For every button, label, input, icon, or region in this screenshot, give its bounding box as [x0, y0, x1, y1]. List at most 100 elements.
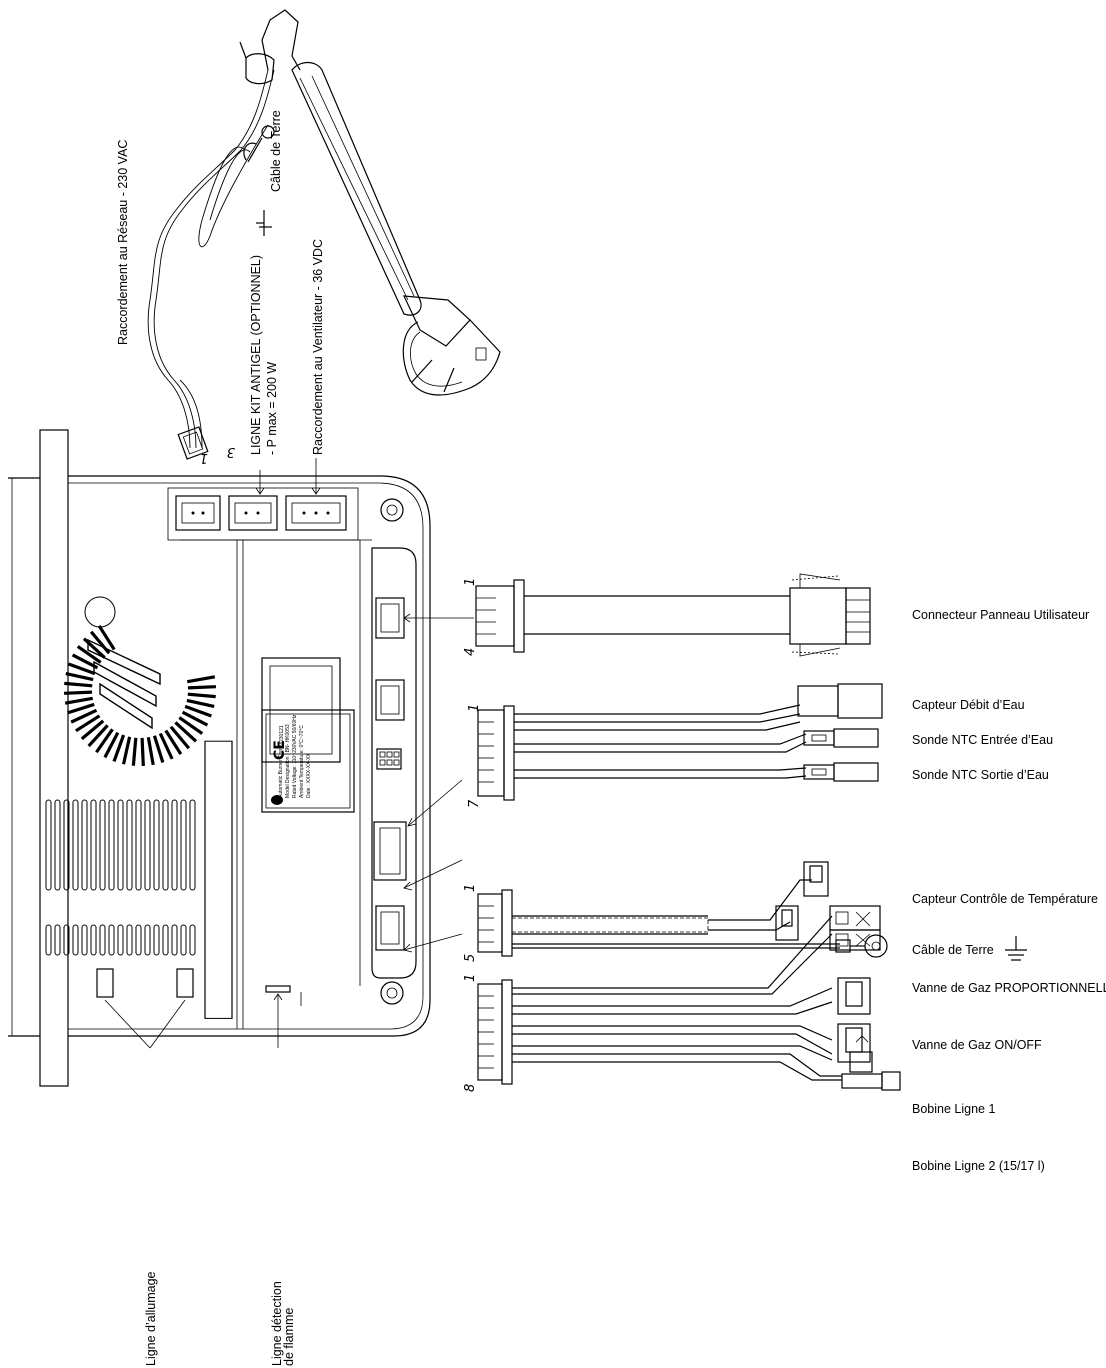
vent-slot [72, 924, 79, 956]
label-water-flow: Capteur Débit d’Eau [912, 698, 1025, 712]
manufacturer-logo [271, 795, 283, 805]
vent-slot [180, 924, 187, 956]
grille-slot [174, 721, 198, 743]
vent-slot [45, 924, 52, 956]
grille-slot [65, 671, 94, 682]
label-fan: Raccordement au Ventilateur - 36 VDC [311, 239, 325, 455]
label-ground-top: Câble de Terre [269, 110, 283, 192]
earth-symbol-top [256, 210, 272, 236]
label-gas-prop: Vanne de Gaz PROPORTIONNELLE [912, 981, 1106, 995]
connector-5pin [403, 861, 888, 958]
grille-slot [68, 662, 96, 676]
vent-slot [162, 924, 169, 956]
grille-vane [93, 660, 157, 708]
vent-slot [81, 924, 88, 956]
plate-line-1: Automatic Burner Control [278, 742, 284, 798]
vent-slot [144, 924, 151, 956]
plate-line-3: Rated Voltage: 110~230VAC 50/60Hz [292, 714, 298, 798]
grille-slot [89, 630, 111, 655]
board-strip [204, 740, 233, 1019]
label-ntc-in: Sonde NTC Entrée d’Eau [912, 733, 1053, 747]
grille-slot [140, 737, 145, 766]
vent-slot [126, 924, 133, 956]
vent-slot [54, 799, 61, 891]
harness-valves-coils [403, 859, 901, 1091]
vent-slot [90, 799, 97, 891]
grille-vane [87, 638, 161, 686]
top-arrows [255, 458, 321, 495]
control-board [8, 429, 431, 1087]
vent-slot [162, 799, 169, 891]
vent-slot [189, 799, 196, 891]
grille-slot [112, 734, 126, 762]
pin-c4-first: 1 [463, 974, 478, 982]
label-mains: Raccordement au Réseau - 230 VAC [116, 140, 130, 345]
pin-mains-1: 1 [200, 450, 208, 465]
label-temp-control: Capteur Contrôle de Température [912, 892, 1098, 906]
vent-slot [54, 924, 61, 956]
vent-slot [45, 799, 52, 891]
plate-line-2: Model Designation : BN- HK0053 [285, 724, 291, 798]
vent-slot [171, 924, 178, 956]
harness-8pin-real [478, 932, 502, 1030]
pin-mains-3: 3 [227, 444, 235, 459]
label-gas-onoff: Vanne de Gaz ON/OFF [912, 1038, 1042, 1052]
grille-slot [146, 736, 155, 766]
vent-slots [45, 799, 196, 956]
grille-slot [178, 716, 204, 735]
grille-slot [76, 645, 102, 664]
pin-c3-last: 5 [463, 954, 478, 962]
grille-slot [71, 653, 99, 670]
label-ignition: Ligne d’allumage [144, 1271, 158, 1366]
vent-slot [189, 924, 196, 956]
grille-slot [97, 625, 116, 651]
grille-slot [131, 737, 138, 766]
vent-slot [63, 924, 70, 956]
label-coil1: Bobine Ligne 1 [912, 1102, 995, 1116]
plate-line-5: Date : XXXX-XX-XX [306, 753, 312, 798]
grille-slot [87, 724, 109, 748]
harness-gas-valves [476, 942, 500, 1032]
grille-slot [64, 696, 94, 705]
vent-slot [135, 924, 142, 956]
harness-five [478, 890, 502, 952]
grille-slot [95, 728, 114, 754]
label-flame-1: Ligne détection [270, 1281, 284, 1366]
vent-slot [153, 799, 160, 891]
label-flame-2: de flamme [282, 1308, 296, 1366]
vent-slot [108, 924, 115, 956]
grille-slot [152, 735, 165, 763]
vent-slot [63, 799, 70, 891]
fan-grille [64, 596, 216, 766]
grille-slot [186, 698, 215, 709]
vent-slot [153, 924, 160, 956]
rating-plate: Automatic Burner Control Model Designati… [261, 709, 355, 813]
ignition-terminals [96, 968, 302, 1049]
grille-slot [187, 685, 216, 690]
grille-slot [187, 692, 216, 699]
grille-slot [186, 675, 216, 684]
label-coil2: Bobine Ligne 2 (15/17 l) [912, 1159, 1045, 1173]
grille-slot [75, 714, 101, 733]
vent-slot [144, 799, 151, 891]
grille-slot [169, 725, 191, 750]
grille-slot [184, 704, 212, 718]
grille-slot [121, 736, 132, 765]
pin-c3-first: 1 [463, 884, 478, 892]
pin-c2-first: 1 [467, 704, 482, 712]
grille-slot [80, 719, 105, 741]
grille-slot [103, 731, 120, 759]
grille-slot [64, 690, 93, 695]
earth-symbol-right [1005, 936, 1027, 961]
grille-slot [158, 732, 174, 760]
vent-slot [81, 799, 88, 891]
pin-c2-last: 7 [467, 799, 482, 808]
connector-8pin [478, 936, 502, 1022]
grille-vane [99, 682, 153, 730]
vent-slot [180, 799, 187, 891]
mains-cable [147, 9, 501, 460]
grille-logo [84, 596, 116, 628]
harness-water-sensors [407, 683, 883, 827]
label-ntc-out: Sonde NTC Sortie d’Eau [912, 768, 1049, 782]
